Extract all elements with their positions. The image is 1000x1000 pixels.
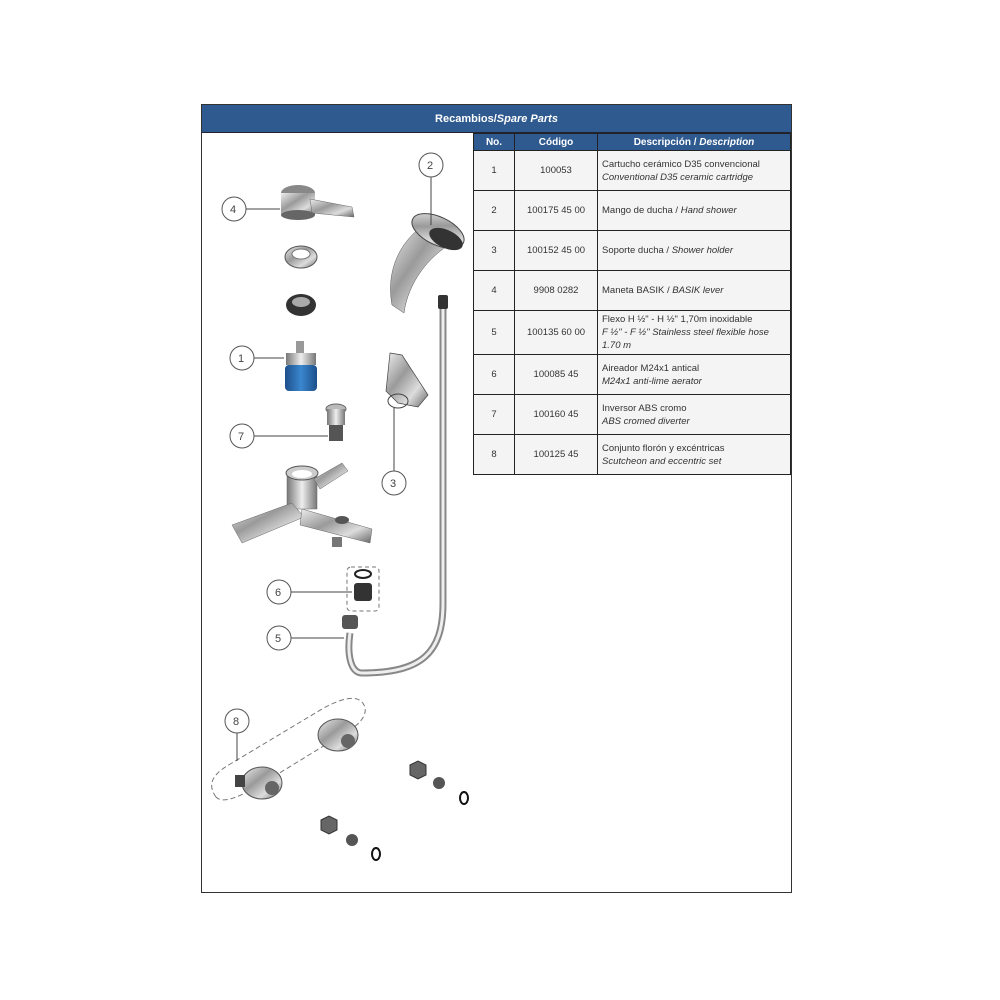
row-no: 7 — [473, 394, 515, 435]
row-no: 2 — [473, 190, 515, 231]
row-code: 100053 — [514, 150, 598, 191]
callout-3: 3 — [381, 408, 407, 496]
title-es: Recambios — [435, 112, 494, 125]
sheet-title: Recambios / Spare Parts — [202, 105, 791, 133]
header-no: No. — [473, 133, 515, 151]
desc-en: BASIK lever — [672, 285, 724, 296]
desc-en: Scutcheon and eccentric set — [602, 455, 722, 467]
hand-shower-part — [390, 213, 465, 314]
table-header-row: No. Código Descripción / Description — [473, 133, 791, 151]
row-description: Soporte ducha / Shower holder — [597, 230, 791, 271]
callout-6: 6 — [266, 579, 352, 605]
desc-es: Flexo H ½" - H ½" 1,70m inoxidable — [602, 314, 753, 325]
callout-6-label: 6 — [275, 587, 281, 599]
exploded-diagram: 4 2 1 7 3 6 5 8 — [211, 152, 469, 861]
faucet-body-part — [231, 462, 373, 547]
header-code: Código — [514, 133, 598, 151]
diverter-part — [325, 403, 347, 441]
desc-es: Mango de ducha / — [602, 205, 681, 216]
desc-es: Conjunto florón y excéntricas — [602, 442, 725, 454]
row-description: Maneta BASIK / BASIK lever — [597, 270, 791, 311]
callout-3-label: 3 — [390, 478, 396, 490]
callout-7: 7 — [229, 423, 328, 449]
callout-4-label: 4 — [230, 204, 236, 216]
row-no: 3 — [473, 230, 515, 271]
row-description: Mango de ducha / Hand shower — [597, 190, 791, 231]
flexible-hose-part — [342, 295, 448, 677]
desc-en: Hand shower — [680, 205, 737, 216]
shower-holder-part — [385, 352, 429, 409]
desc-en: Shower holder — [671, 245, 733, 256]
row-code: 100175 45 00 — [514, 190, 598, 231]
desc-es: Cartucho cerámico D35 convencional — [602, 158, 760, 170]
callout-7-label: 7 — [238, 431, 244, 443]
callout-8: 8 — [224, 708, 250, 761]
callout-2: 2 — [418, 152, 444, 225]
callout-5: 5 — [266, 625, 344, 651]
callout-1: 1 — [229, 345, 284, 371]
callout-5-label: 5 — [275, 633, 281, 645]
cartridge-part — [285, 341, 317, 391]
row-no: 1 — [473, 150, 515, 191]
row-code: 9908 0282 — [514, 270, 598, 311]
desc-es: Soporte ducha / — [602, 245, 672, 256]
desc-en: M24x1 anti-lime aerator — [602, 375, 702, 387]
row-no: 5 — [473, 310, 515, 355]
row-description: Flexo H ½" - H ½" 1,70m inoxidable F ½" -… — [597, 310, 791, 355]
desc-en: ABS cromed diverter — [602, 415, 690, 427]
aerator-part — [346, 566, 380, 612]
desc-es: Inversor ABS cromo — [602, 402, 687, 414]
ring-part — [284, 245, 318, 316]
lever-part — [281, 185, 355, 220]
row-code: 100160 45 — [514, 394, 598, 435]
desc-en: F ½" - F ½" Stainless steel flexible hos… — [602, 327, 769, 351]
row-code: 100085 45 — [514, 354, 598, 395]
row-code: 100125 45 — [514, 434, 598, 475]
desc-en: Conventional D35 ceramic cartridge — [602, 171, 754, 183]
spare-parts-sheet: Recambios / Spare Parts — [201, 104, 792, 893]
row-code: 100152 45 00 — [514, 230, 598, 271]
row-code: 100135 60 00 — [514, 310, 598, 355]
desc-es: Maneta BASIK / — [602, 285, 673, 296]
row-no: 8 — [473, 434, 515, 475]
row-no: 4 — [473, 270, 515, 311]
header-description: Descripción / Description — [597, 133, 791, 151]
desc-es: Aireador M24x1 antical — [602, 362, 700, 374]
title-en: Spare Parts — [496, 112, 558, 125]
row-no: 6 — [473, 354, 515, 395]
callout-4: 4 — [221, 196, 280, 222]
callout-2-label: 2 — [427, 160, 433, 172]
callout-1-label: 1 — [238, 353, 244, 365]
callout-8-label: 8 — [233, 716, 239, 728]
escutcheon-set-part — [211, 697, 469, 861]
